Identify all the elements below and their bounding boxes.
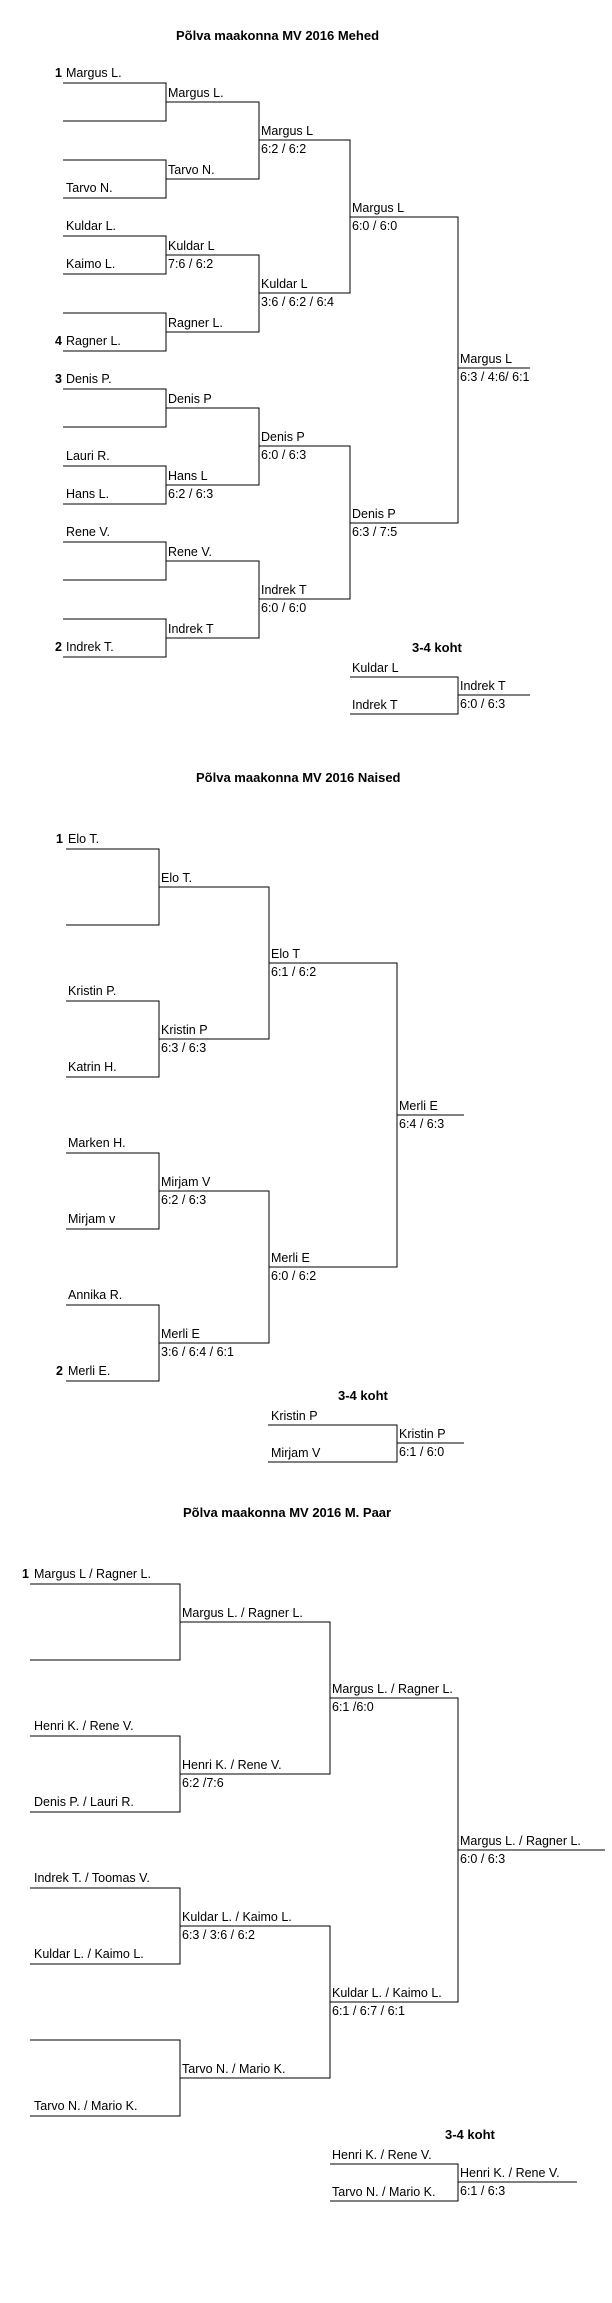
mehed-r1-player: Indrek T. [66,640,114,654]
mehed-r2-score: 7:6 / 6:2 [168,257,214,271]
naised-third-score: 6:1 / 6:0 [399,1445,445,1459]
paar-third-pair: Henri K. / Rene V. [332,2148,432,2162]
mehed-title: Põlva maakonna MV 2016 Mehed [176,28,380,43]
mehed-r2-player: Ragner L. [168,316,223,330]
paar-r1-pair: Denis P. / Lauri R. [34,1795,134,1809]
mehed-r2-player: Margus L. [168,86,224,100]
paar-r2-pair: Tarvo N. / Mario K. [182,2062,286,2076]
paar-r3-score: 6:1 /6:0 [332,1700,374,1714]
naised-third-player: Mirjam V [271,1446,321,1460]
seed-number: 4 [55,334,62,348]
mehed-r3-player: Margus L [261,124,314,138]
naised-winner-score: 6:4 / 6:3 [399,1117,445,1131]
naised-r2-player: Kristin P [161,1023,208,1037]
naised-r3-score: 6:1 / 6:2 [271,965,317,979]
mehed-r1-player: Hans L. [66,487,110,501]
mehed-r4-score: 6:3 / 7:5 [352,525,398,539]
paar-r1-pair: Henri K. / Rene V. [34,1719,134,1733]
mehed-r3-player: Denis P [261,430,305,444]
paar-r3-pair: Kuldar L. / Kaimo L. [332,1986,442,2000]
mehed-r3-player: Indrek T [261,583,307,597]
mehed-r3-player: Kuldar L [261,277,308,291]
mehed-r2-player: Rene V. [168,545,213,559]
paar-r2-pair: Henri K. / Rene V. [182,1758,282,1772]
naised-r1-player: Mirjam v [68,1212,116,1226]
paar-r3-score: 6:1 / 6:7 / 6:1 [332,2004,405,2018]
mehed-r4-score: 6:0 / 6:0 [352,219,398,233]
mehed-winner: Margus L [460,352,513,366]
mehed-r3-score: 6:0 / 6:3 [261,448,307,462]
mehed-r2-player: Denis P [168,392,212,406]
mehed-r2-player: Hans L [168,469,208,483]
mehed-winner-score: 6:3 / 4:6/ 6:1 [460,370,530,384]
mehed-r1-player: Rene V. [66,525,111,539]
paar-r3-pair: Margus L. / Ragner L. [332,1682,453,1696]
paar-r1-pair: Margus L / Ragner L. [34,1567,151,1581]
paar-title: Põlva maakonna MV 2016 M. Paar [183,1505,392,1520]
naised-title: Põlva maakonna MV 2016 Naised [196,770,401,785]
mehed-third-player: Indrek T [352,698,398,712]
naised-r1-player: Katrin H. [68,1060,117,1074]
naised-third-player: Kristin P [271,1409,318,1423]
naised-r3-player: Merli E [271,1251,310,1265]
mehed-r4-player: Denis P [352,507,396,521]
naised-r3-player: Elo T [271,947,300,961]
paar-winner: Margus L. / Ragner L. [460,1834,581,1848]
seed-number: 1 [22,1567,29,1581]
seed-number: 3 [55,372,62,386]
mehed-r3-score: 6:2 / 6:2 [261,142,307,156]
naised-r2-score: 6:3 / 6:3 [161,1041,207,1055]
naised-r2-player: Elo T. [161,871,193,885]
paar-third-title: 3-4 koht [445,2127,495,2142]
paar-r2-pair: Margus L. / Ragner L. [182,1606,303,1620]
mehed-r1-player: Ragner L. [66,334,121,348]
naised-r1-player: Elo T. [68,832,100,846]
naised-third-title: 3-4 koht [338,1388,388,1403]
naised-r2-player: Merli E [161,1327,200,1341]
naised-r1-player: Annika R. [68,1288,123,1302]
naised-r2-player: Mirjam V [161,1175,211,1189]
mehed-r4-player: Margus L [352,201,405,215]
paar-third-score: 6:1 / 6:3 [460,2184,506,2198]
mehed-third-title: 3-4 koht [412,640,462,655]
mehed-r1-player: Lauri R. [66,449,110,463]
mehed-third-winner: Indrek T [460,679,506,693]
mehed-r2-player: Kuldar L [168,239,215,253]
mehed-third-score: 6:0 / 6:3 [460,697,506,711]
seed-number: 1 [56,832,63,846]
paar-third-winner: Henri K. / Rene V. [460,2166,560,2180]
seed-number: 2 [56,1364,63,1378]
naised-r2-score: 6:2 / 6:3 [161,1193,207,1207]
seed-number: 1 [55,66,62,80]
paar-third-pair: Tarvo N. / Mario K. [332,2185,436,2199]
mehed-r2-player: Indrek T [168,622,214,636]
mehed-r1-player: Denis P. [66,372,112,386]
mehed-r3-score: 3:6 / 6:2 / 6:4 [261,295,334,309]
naised-r3-score: 6:0 / 6:2 [271,1269,317,1283]
paar-winner-score: 6:0 / 6:3 [460,1852,506,1866]
paar-r1-pair: Tarvo N. / Mario K. [34,2099,138,2113]
mehed-r1-player: Kaimo L. [66,257,116,271]
naised-third-winner: Kristin P [399,1427,446,1441]
mehed-r1-player: Kuldar L. [66,219,117,233]
mehed-r2-player: Tarvo N. [168,163,215,177]
paar-r2-score: 6:2 /7:6 [182,1776,224,1790]
naised-winner: Merli E [399,1099,438,1113]
naised-r2-score: 3:6 / 6:4 / 6:1 [161,1345,234,1359]
paar-r2-pair: Kuldar L. / Kaimo L. [182,1910,292,1924]
paar-r1-pair: Indrek T. / Toomas V. [34,1871,150,1885]
mehed-r1-player: Margus L. [66,66,122,80]
naised-r1-player: Kristin P. [68,984,117,998]
mehed-r3-score: 6:0 / 6:0 [261,601,307,615]
seed-number: 2 [55,640,62,654]
naised-r1-player: Marken H. [68,1136,126,1150]
mehed-r1-player: Tarvo N. [66,181,113,195]
mehed-third-player: Kuldar L [352,661,399,675]
naised-r1-player: Merli E. [68,1364,111,1378]
paar-r2-score: 6:3 / 3:6 / 6:2 [182,1928,255,1942]
paar-r1-pair: Kuldar L. / Kaimo L. [34,1947,144,1961]
mehed-r2-score: 6:2 / 6:3 [168,487,214,501]
